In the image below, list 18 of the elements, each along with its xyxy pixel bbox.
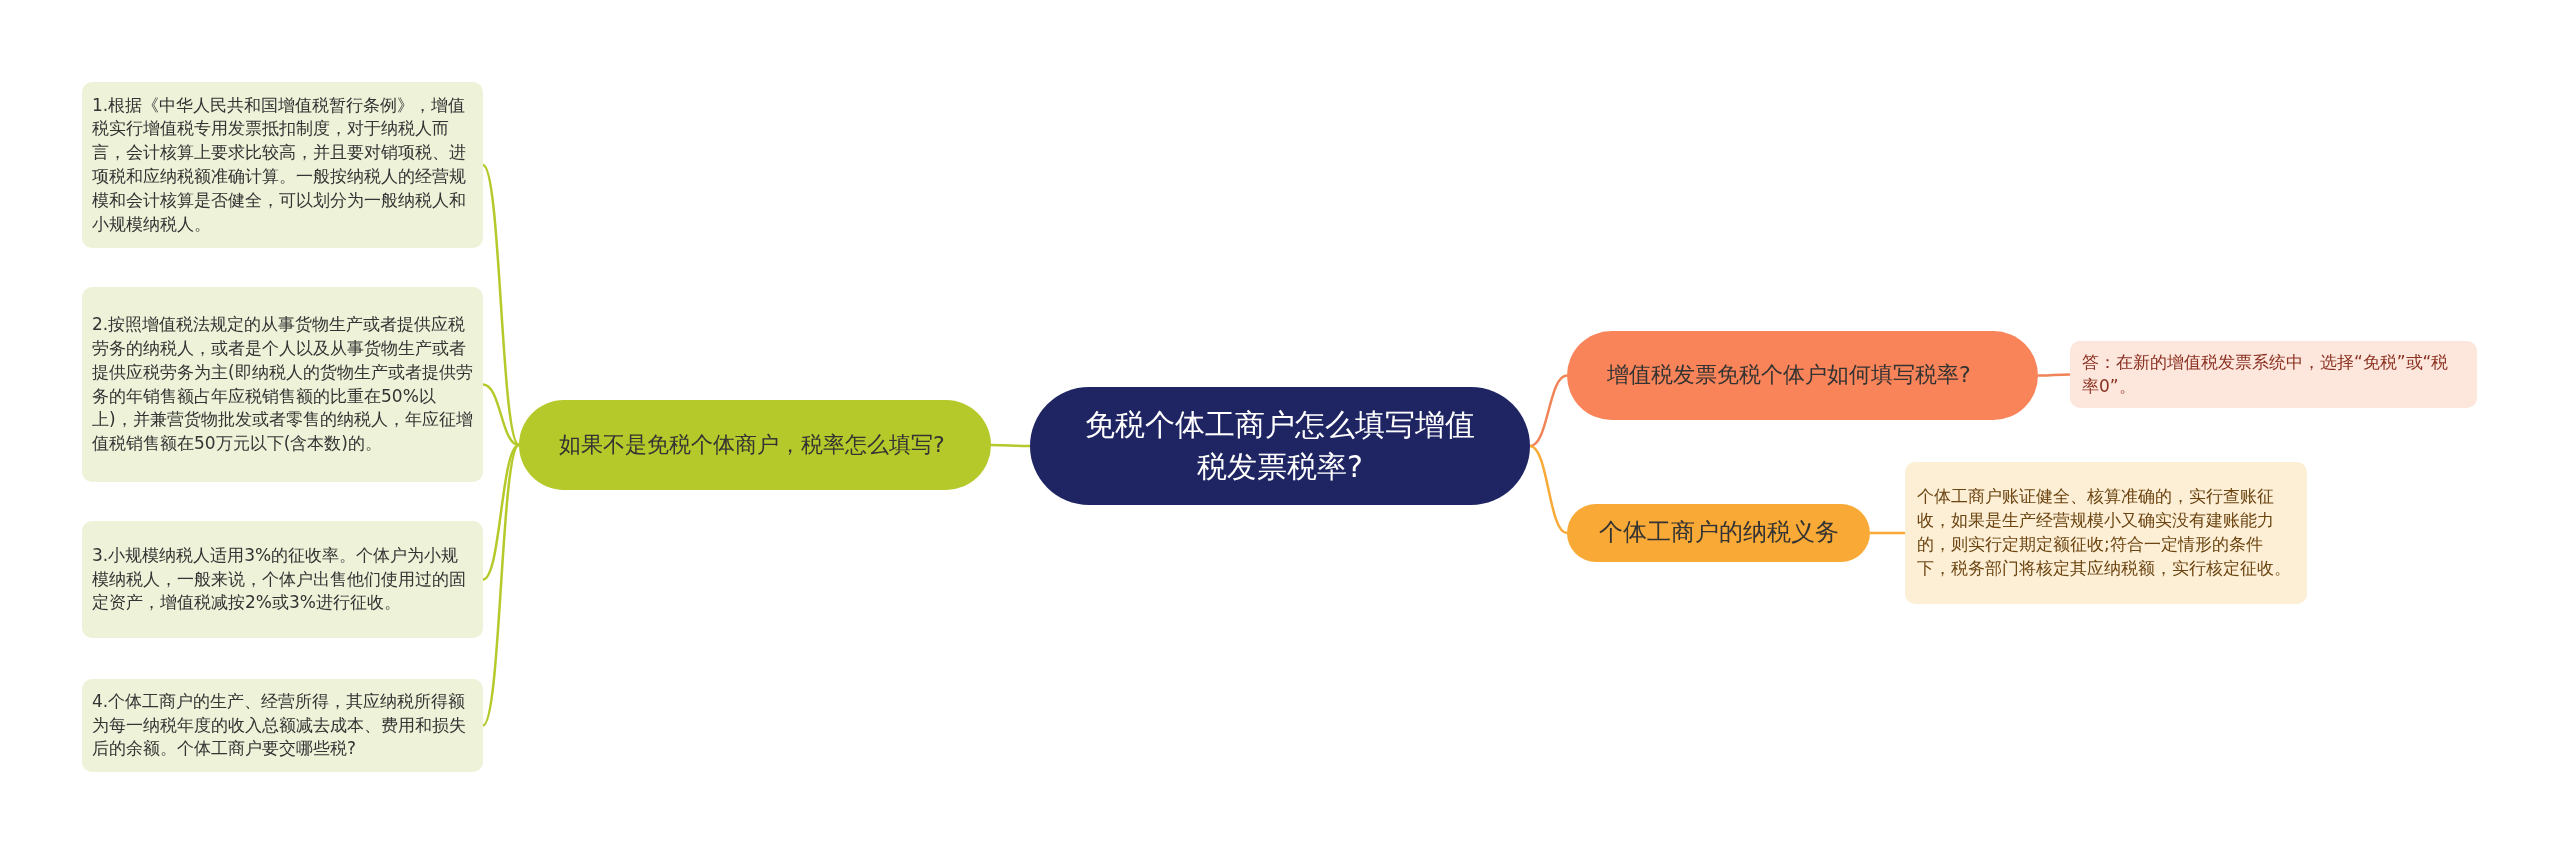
note-card: 2.按照增值税法规定的从事货物生产或者提供应税劳务的纳税人，或者是个人以及从事货物生产或者提供应税劳务为主(即纳税人的货物生产或者提供劳务的年销售额占年应税销售额的比重在50%以上)，并兼营货物批发或者零售的纳税人，年应征增值税销售额在50万元以下(含本数)的。: [82, 287, 483, 482]
note-card: 3.小规模纳税人适用3%的征收率。个体户为小规模纳税人，一般来说，个体户出售他们使用过的固定资产，增值税减按2%或3%进行征收。: [82, 521, 483, 638]
connector-line: [482, 383, 520, 447]
note-card: 个体工商户账证健全、核算准确的，实行查账征收，如果是生产经营规模小又确实没有建账能力的，则实行定期定额征收;符合一定情形的条件下，税务部门将核定其应纳税额，实行核定征收。: [1905, 462, 2307, 604]
connector-line: [1529, 374, 1568, 448]
connector-line: [2038, 373, 2070, 377]
central-topic: 免税个体工商户怎么填写增值税发票税率?: [1030, 387, 1530, 505]
connector-line: [991, 443, 1030, 448]
connector-line: [482, 444, 520, 727]
connector-line: [1529, 444, 1568, 535]
connector-line: [1870, 531, 1905, 535]
note-card: 答：在新的增值税发票系统中，选择“免税”或“税率0”。: [2070, 341, 2477, 408]
topic-pill: 增值税发票免税个体户如何填写税率?: [1567, 331, 2038, 420]
topic-pill: 个体工商户的纳税义务: [1567, 504, 1870, 562]
connector-line: [482, 164, 520, 446]
note-card: 1.根据《中华人民共和国增值税暂行条例》，增值税实行增值税专用发票抵扣制度，对于纳税人而言，会计核算上要求比较高，并且要对销项税、进项税和应纳税额准确计算。一般按纳税人的经营规模和会计核算是否健全，可以划分为一般纳税人和小规模纳税人。: [82, 82, 483, 248]
note-card: 4.个体工商户的生产、经营所得，其应纳税所得额为每一纳税年度的收入总额减去成本、费用和损失后的余额。个体工商户要交哪些税?: [82, 679, 483, 772]
topic-pill: 如果不是免税个体商户，税率怎么填写?: [519, 400, 991, 490]
